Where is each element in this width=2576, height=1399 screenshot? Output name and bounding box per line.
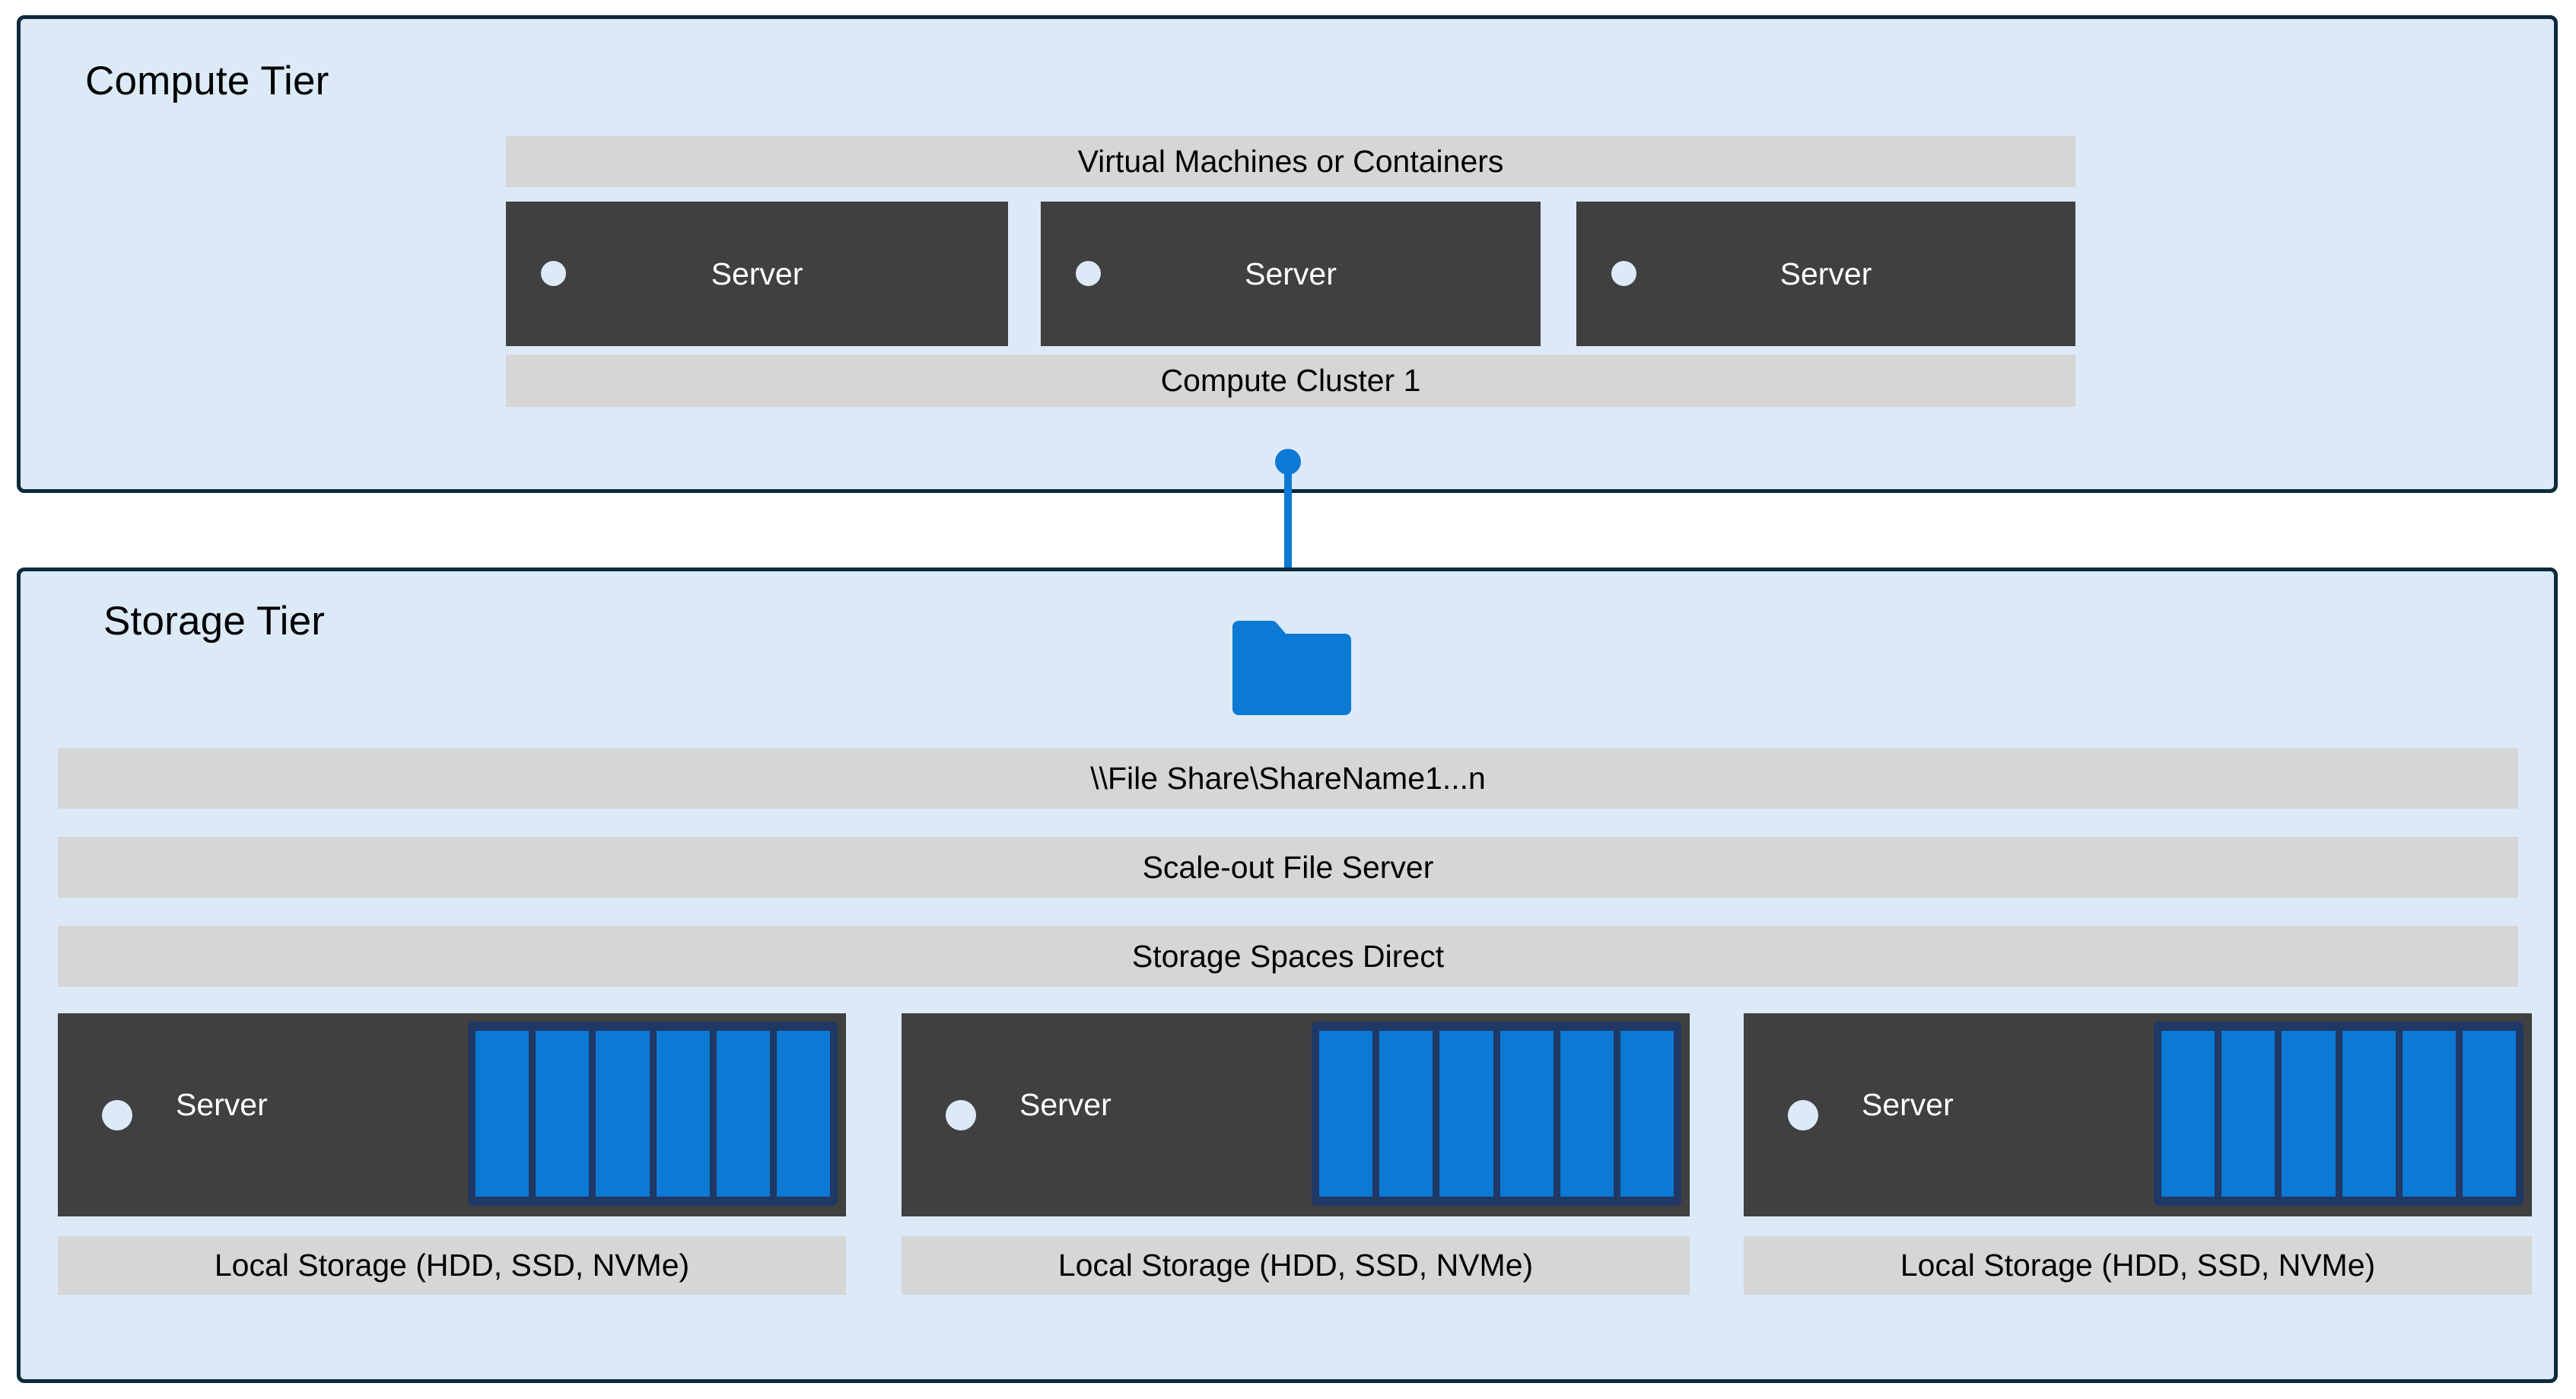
server-status-led-icon [102, 1100, 132, 1130]
disk-drive-icon [2161, 1031, 2215, 1197]
disk-drive-icon [2342, 1031, 2396, 1197]
storage-node-3: Server Local Storage (HDD, SSD, NVMe) [1744, 1013, 2532, 1295]
virtual-machines-bar: Virtual Machines or Containers [506, 136, 2075, 187]
compute-server-1-label: Server [711, 256, 803, 291]
storage-tier-title: Storage Tier [103, 599, 326, 644]
disk-drive-icon [656, 1031, 710, 1197]
storage-server-1[interactable]: Server [58, 1013, 846, 1216]
drive-bay-2 [1312, 1022, 1681, 1206]
server-status-led-icon [946, 1100, 976, 1130]
storage-node-1: Server Local Storage (HDD, SSD, NVMe) [58, 1013, 846, 1295]
storage-server-2[interactable]: Server [902, 1013, 1690, 1216]
scale-out-file-server-label: Scale-out File Server [1142, 849, 1434, 885]
server-status-led-icon [1788, 1100, 1818, 1130]
disk-drive-icon [2462, 1031, 2517, 1197]
disk-drive-icon [2221, 1031, 2275, 1197]
compute-server-3-label: Server [1779, 256, 1872, 291]
disk-drive-icon [2282, 1031, 2336, 1197]
storage-server-3-label: Server [1862, 1087, 1954, 1122]
disk-drive-icon [1439, 1031, 1493, 1197]
disk-drive-icon [1560, 1031, 1614, 1197]
server-status-led-icon [1076, 261, 1101, 286]
drive-bay-1 [468, 1022, 838, 1206]
file-share-label: \\File Share\ShareName1...n [1090, 760, 1486, 796]
virtual-machines-label: Virtual Machines or Containers [1077, 144, 1504, 179]
server-status-led-icon [1611, 261, 1636, 286]
compute-cluster-bar: Compute Cluster 1 [506, 355, 2075, 407]
local-storage-label-1: Local Storage (HDD, SSD, NVMe) [214, 1248, 690, 1283]
storage-server-2-label: Server [1019, 1087, 1111, 1122]
disk-drive-icon [2402, 1031, 2456, 1197]
local-storage-bar-3: Local Storage (HDD, SSD, NVMe) [1744, 1236, 2532, 1295]
connector-line [1284, 456, 1292, 609]
disk-drive-icon [475, 1031, 530, 1197]
disk-drive-icon [536, 1031, 590, 1197]
scale-out-file-server-bar: Scale-out File Server [58, 837, 2518, 898]
disk-drive-icon [776, 1031, 831, 1197]
local-storage-label-3: Local Storage (HDD, SSD, NVMe) [1900, 1248, 2376, 1283]
disk-drive-icon [596, 1031, 650, 1197]
compute-server-2[interactable]: Server [1041, 202, 1541, 346]
disk-drive-icon [716, 1031, 770, 1197]
local-storage-bar-1: Local Storage (HDD, SSD, NVMe) [58, 1236, 846, 1295]
local-storage-label-2: Local Storage (HDD, SSD, NVMe) [1057, 1248, 1534, 1283]
compute-server-1[interactable]: Server [506, 202, 1008, 346]
storage-node-2: Server Local Storage (HDD, SSD, NVMe) [902, 1013, 1690, 1295]
storage-server-3[interactable]: Server [1744, 1013, 2532, 1216]
compute-cluster-label: Compute Cluster 1 [1160, 363, 1421, 398]
folder-icon [1232, 621, 1351, 715]
compute-tier-title: Compute Tier [85, 59, 329, 103]
disk-drive-icon [1620, 1031, 1674, 1197]
local-storage-bar-2: Local Storage (HDD, SSD, NVMe) [902, 1236, 1690, 1295]
drive-bay-3 [2154, 1022, 2524, 1206]
compute-server-2-label: Server [1245, 256, 1337, 291]
compute-server-3[interactable]: Server [1576, 202, 2075, 346]
disk-drive-icon [1319, 1031, 1373, 1197]
disk-drive-icon [1379, 1031, 1433, 1197]
file-share-bar: \\File Share\ShareName1...n [58, 748, 2518, 809]
storage-spaces-direct-label: Storage Spaces Direct [1131, 938, 1445, 974]
disk-drive-icon [1499, 1031, 1554, 1197]
server-status-led-icon [541, 261, 566, 286]
storage-server-1-label: Server [176, 1087, 268, 1122]
storage-spaces-direct-bar: Storage Spaces Direct [58, 926, 2518, 987]
